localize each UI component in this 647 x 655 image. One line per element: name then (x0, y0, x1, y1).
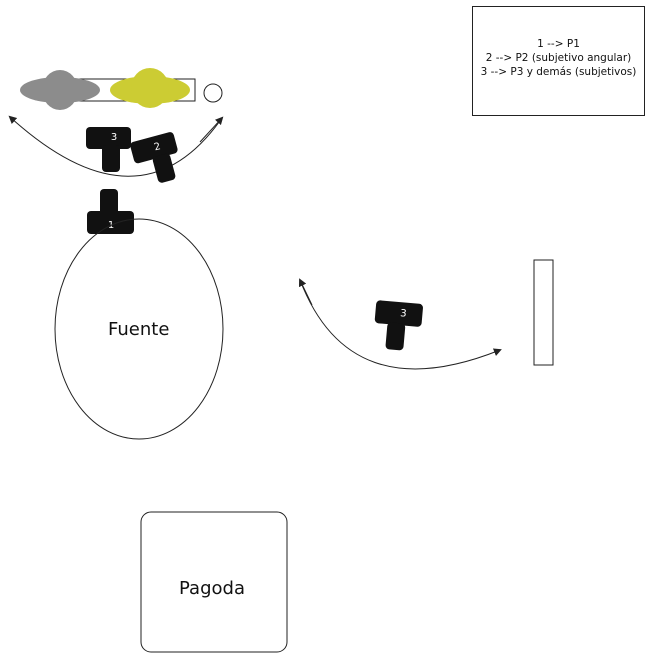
camera-2-icon: 2 (130, 132, 178, 183)
camera-move-arc-top (8, 115, 223, 177)
fountain-ellipse (54, 218, 224, 440)
camera-move-arc-top-end (199, 116, 224, 143)
camera-3-right-icon: 3 (374, 300, 423, 351)
svg-text:2: 2 (153, 141, 162, 153)
actor-yellow-figure (110, 68, 190, 108)
legend-list: 1 --> P1 2 --> P2 (subjetivo angular) 3 … (473, 37, 644, 79)
camera-3-top-icon: 3 (86, 127, 131, 172)
camera-move-arc-right (299, 279, 502, 370)
legend-line-3: 3 --> P3 y demás (subjetivos) (480, 66, 637, 78)
position-marker-circle (203, 83, 223, 103)
pagoda-label: Pagoda (179, 578, 245, 599)
legend-line-2: 2 --> P2 (subjetivo angular) (485, 52, 632, 64)
pagoda-box (140, 511, 288, 653)
camera-move-arc-right-start (298, 278, 313, 306)
actor-grey-figure (20, 70, 100, 110)
legend-box: 1 --> P1 2 --> P2 (subjetivo angular) 3 … (472, 6, 645, 116)
svg-text:3: 3 (111, 132, 117, 143)
fountain-label: Fuente (108, 319, 170, 340)
legend-line-1: 1 --> P1 (537, 38, 580, 50)
backdrop-panel (533, 259, 554, 366)
svg-text:3: 3 (400, 308, 407, 320)
camera-1-icon: 1 (87, 189, 134, 234)
